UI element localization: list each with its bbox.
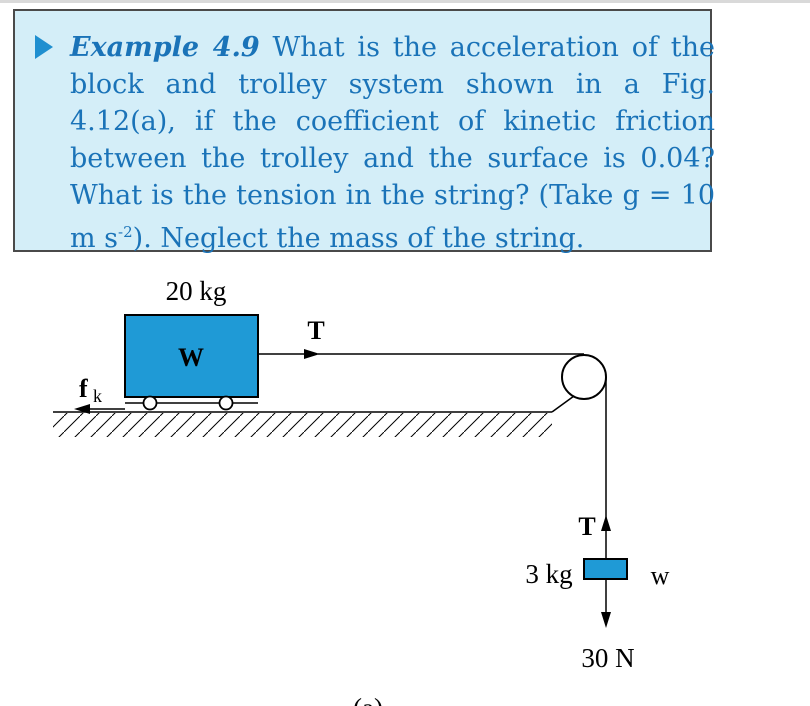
weight-force-label: 30 N bbox=[581, 643, 634, 673]
tension-top-label: T bbox=[307, 316, 324, 345]
trolley-wheel-right bbox=[218, 395, 234, 411]
friction-label: f bbox=[79, 374, 88, 403]
example-text: Example 4.9 What is the acceleration of … bbox=[70, 29, 715, 257]
friction-arrow-head bbox=[74, 404, 90, 414]
trolley-wheel-left bbox=[142, 395, 158, 411]
pulley bbox=[561, 354, 607, 400]
example-text-superscript: -2 bbox=[118, 223, 133, 241]
top-rule bbox=[0, 0, 810, 3]
example-text-end: ). Neglect the mass of the string. bbox=[132, 223, 585, 254]
ground-hatch bbox=[53, 413, 552, 437]
friction-subscript: k bbox=[93, 386, 102, 406]
tension-arrow-head bbox=[304, 349, 320, 359]
hanging-weight-label: w bbox=[651, 561, 670, 590]
play-triangle-icon bbox=[35, 35, 53, 59]
hanging-tension-label: T bbox=[578, 512, 595, 541]
example-box: Example 4.9 What is the acceleration of … bbox=[13, 9, 715, 254]
hanging-mass-label: 3 kg bbox=[525, 559, 572, 589]
block-mass-label: 20 kg bbox=[166, 276, 227, 306]
block-weight-label: W bbox=[178, 343, 204, 372]
figure-caption: (a) bbox=[353, 693, 383, 706]
weight-arrow-head bbox=[601, 612, 611, 628]
hanging-block bbox=[583, 558, 628, 580]
trolley-block bbox=[124, 314, 259, 398]
block-trolley-figure: W 20 kg T f k T 3 kg w 30 N (a) bbox=[53, 276, 670, 706]
hanging-tension-arrow-head bbox=[601, 515, 611, 531]
example-label: Example 4.9 bbox=[70, 32, 260, 63]
example-text-body: What is the acceleration of the block an… bbox=[70, 32, 715, 254]
